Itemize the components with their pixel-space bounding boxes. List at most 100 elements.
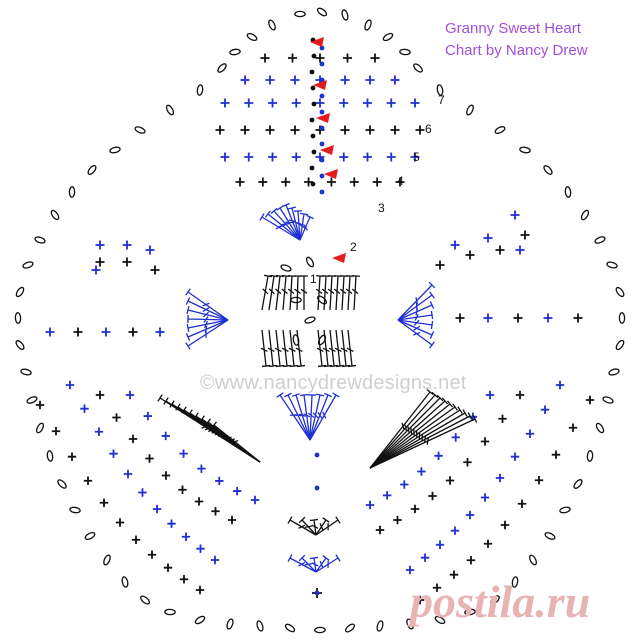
single-crochet-stitch — [95, 390, 105, 400]
double-crochet-stitch — [369, 389, 434, 469]
chain-stitch — [341, 9, 349, 21]
chain-stitch — [229, 48, 241, 56]
row-label-6: 6 — [425, 122, 432, 136]
double-crochet-stitch — [299, 214, 314, 241]
slip-stitch — [314, 590, 320, 596]
single-crochet-stitch — [365, 500, 375, 510]
chain-stitch — [413, 63, 423, 73]
single-crochet-stitch — [370, 53, 380, 63]
single-crochet-stitch — [500, 520, 510, 530]
chain-stitch — [290, 296, 302, 304]
double-crochet-stitch — [293, 275, 303, 311]
single-crochet-stitch — [152, 504, 162, 514]
chain-stitch — [109, 146, 121, 154]
single-crochet-stitch — [123, 469, 133, 479]
double-crochet-stitch — [397, 319, 435, 339]
single-crochet-stitch — [195, 585, 205, 595]
double-crochet-stitch — [369, 415, 478, 469]
start-marker — [313, 80, 327, 90]
slip-stitch — [319, 173, 325, 179]
single-crochet-stitch — [483, 313, 493, 323]
double-crochet-stitch — [185, 319, 229, 350]
start-markers — [310, 37, 346, 263]
chain-stitch — [618, 312, 626, 324]
single-crochet-stitch — [420, 553, 430, 562]
single-crochet-stitch — [244, 152, 254, 162]
single-crochet-stitch — [45, 327, 55, 337]
slip-stitch — [314, 452, 320, 458]
single-crochet-stitch — [95, 240, 105, 250]
chain-stitch — [284, 623, 296, 633]
double-crochet-stitch — [260, 329, 271, 368]
single-crochet-stitch — [372, 177, 382, 187]
row-label-4: 4 — [397, 174, 404, 188]
double-crochet-stitch — [346, 329, 357, 368]
chain-stitch — [490, 595, 500, 605]
single-crochet-stitch — [290, 75, 300, 85]
chain-stitch — [121, 576, 129, 588]
chain-stitch — [165, 104, 175, 116]
double-crochet-stitch — [288, 329, 299, 368]
slip-stitch — [319, 157, 325, 163]
chain-stitch — [84, 531, 96, 541]
single-crochet-stitch — [122, 240, 132, 250]
single-crochet-stitch — [483, 233, 493, 243]
chain-stitch — [217, 63, 227, 73]
row-label-1: 1 — [310, 272, 317, 286]
chain-stitch — [140, 595, 150, 605]
chain-stitch — [586, 450, 594, 462]
single-crochet-stitch — [410, 98, 420, 108]
slip-stitch — [319, 141, 325, 147]
single-crochet-stitch — [513, 313, 523, 323]
double-crochet-stitch — [351, 275, 361, 311]
chain-stitch — [511, 576, 519, 588]
single-crochet-stitch — [250, 495, 260, 505]
single-crochet-stitch — [179, 449, 188, 458]
double-crochet-stitch — [284, 392, 311, 441]
single-crochet-stitch — [393, 515, 402, 525]
chain-stitch — [364, 19, 372, 31]
watermark: ©www.nancydrewdesigns.net — [200, 372, 467, 394]
single-crochet-stitch — [65, 380, 75, 390]
chain-stitch — [226, 618, 234, 630]
single-crochet-stitch — [435, 260, 445, 270]
double-crochet-stitch — [316, 329, 327, 368]
double-crochet-stitch — [291, 393, 311, 441]
chain-stitch — [22, 261, 34, 269]
double-crochet-stitch — [321, 275, 331, 311]
chain-stitch — [559, 506, 571, 514]
start-marker — [320, 145, 334, 155]
double-crochet-stitch — [210, 421, 261, 463]
single-crochet-stitch — [349, 177, 359, 187]
single-crochet-stitch — [395, 177, 405, 187]
double-crochet-stitch — [287, 516, 317, 536]
single-crochet-stitch — [112, 413, 121, 422]
single-crochet-stitch — [304, 177, 314, 187]
single-crochet-stitch — [515, 245, 525, 255]
single-crochet-stitch — [220, 152, 230, 162]
single-crochet-stitch — [382, 491, 392, 500]
single-crochet-stitch — [365, 75, 375, 85]
chain-stitch — [594, 236, 606, 244]
single-crochet-stitch — [268, 152, 277, 162]
double-crochet-stitch — [333, 275, 343, 311]
single-crochet-stitch — [83, 476, 93, 485]
single-crochet-stitch — [290, 125, 300, 135]
double-crochet-stitch — [185, 288, 229, 321]
single-crochet-stitch — [465, 510, 475, 520]
single-crochet-stitch — [450, 526, 460, 535]
single-crochet-stitch — [365, 125, 375, 135]
double-crochet-stitch — [339, 275, 349, 311]
single-crochet-stitch — [244, 98, 254, 108]
single-crochet-stitch — [196, 544, 205, 553]
single-crochet-stitch — [51, 427, 61, 436]
single-crochet-stitch — [390, 75, 400, 85]
single-crochet-stitch — [265, 125, 275, 135]
row-label-2: 2 — [350, 240, 357, 254]
single-crochet-stitch — [167, 519, 176, 528]
double-crochet-stitch — [397, 301, 435, 321]
double-crochet-stitch — [369, 394, 444, 469]
single-crochet-stitch — [339, 98, 349, 108]
slip-stitch — [309, 165, 315, 171]
